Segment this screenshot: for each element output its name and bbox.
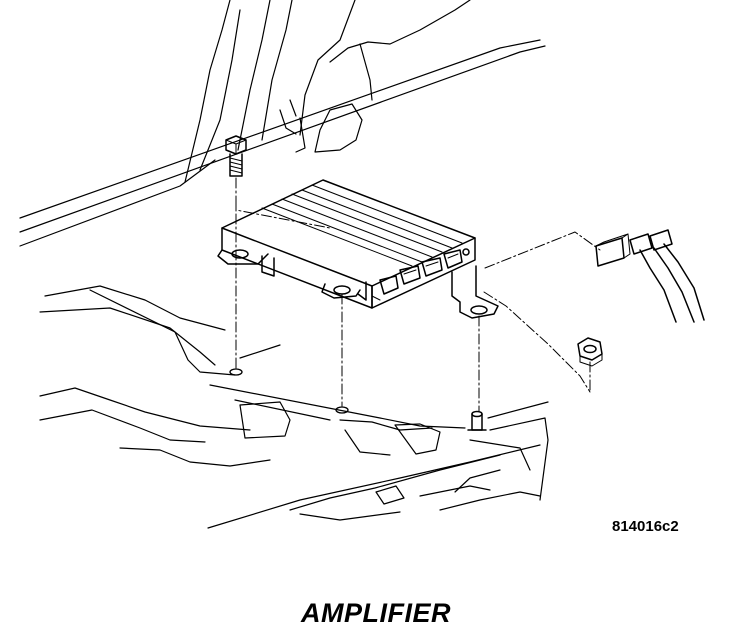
- figure-reference-code: 814016c2: [612, 518, 679, 535]
- interior-trim-panel: [19, 0, 546, 247]
- floor-mounting-holes: [229, 368, 349, 414]
- mounting-bolt-icon: [225, 135, 247, 177]
- figure-caption: AMPLIFIER: [301, 598, 451, 628]
- floor-pan-icon: [39, 285, 549, 529]
- wiring-harness-connector-icon: [595, 229, 705, 323]
- mounting-nut-icon: [577, 337, 603, 367]
- amplifier-module-icon: [217, 179, 499, 319]
- alignment-lines: [235, 177, 601, 413]
- locating-stud-icon: [467, 410, 487, 431]
